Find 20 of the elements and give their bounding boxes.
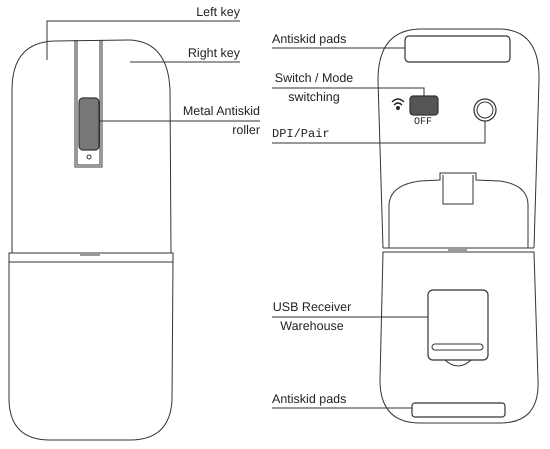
leader-line (46, 20, 240, 60)
receiver-label: USB Receiver Warehouse (272, 298, 352, 336)
leader-line (272, 120, 486, 144)
button-label: DPI/Pair (272, 127, 342, 142)
usb-receiver-cover (427, 289, 489, 361)
mode-switch (409, 95, 439, 116)
scroll-roller (78, 97, 100, 151)
key-label: Right key (180, 46, 240, 61)
key-label: Left key (180, 5, 240, 20)
pad-label: Antiskid pads (272, 392, 362, 407)
switch-state-label: OFF (414, 117, 432, 128)
dpi-button (473, 98, 497, 122)
leader-line (98, 120, 260, 122)
roller-label: Metal Antiskid roller (176, 102, 260, 140)
leader-line (272, 316, 428, 318)
antiskid-pad (404, 35, 511, 63)
antiskid-pad (411, 402, 506, 418)
switch-label: Switch / Mode switching (272, 69, 356, 107)
pad-label: Antiskid pads (272, 32, 362, 47)
leader-line (272, 88, 424, 96)
